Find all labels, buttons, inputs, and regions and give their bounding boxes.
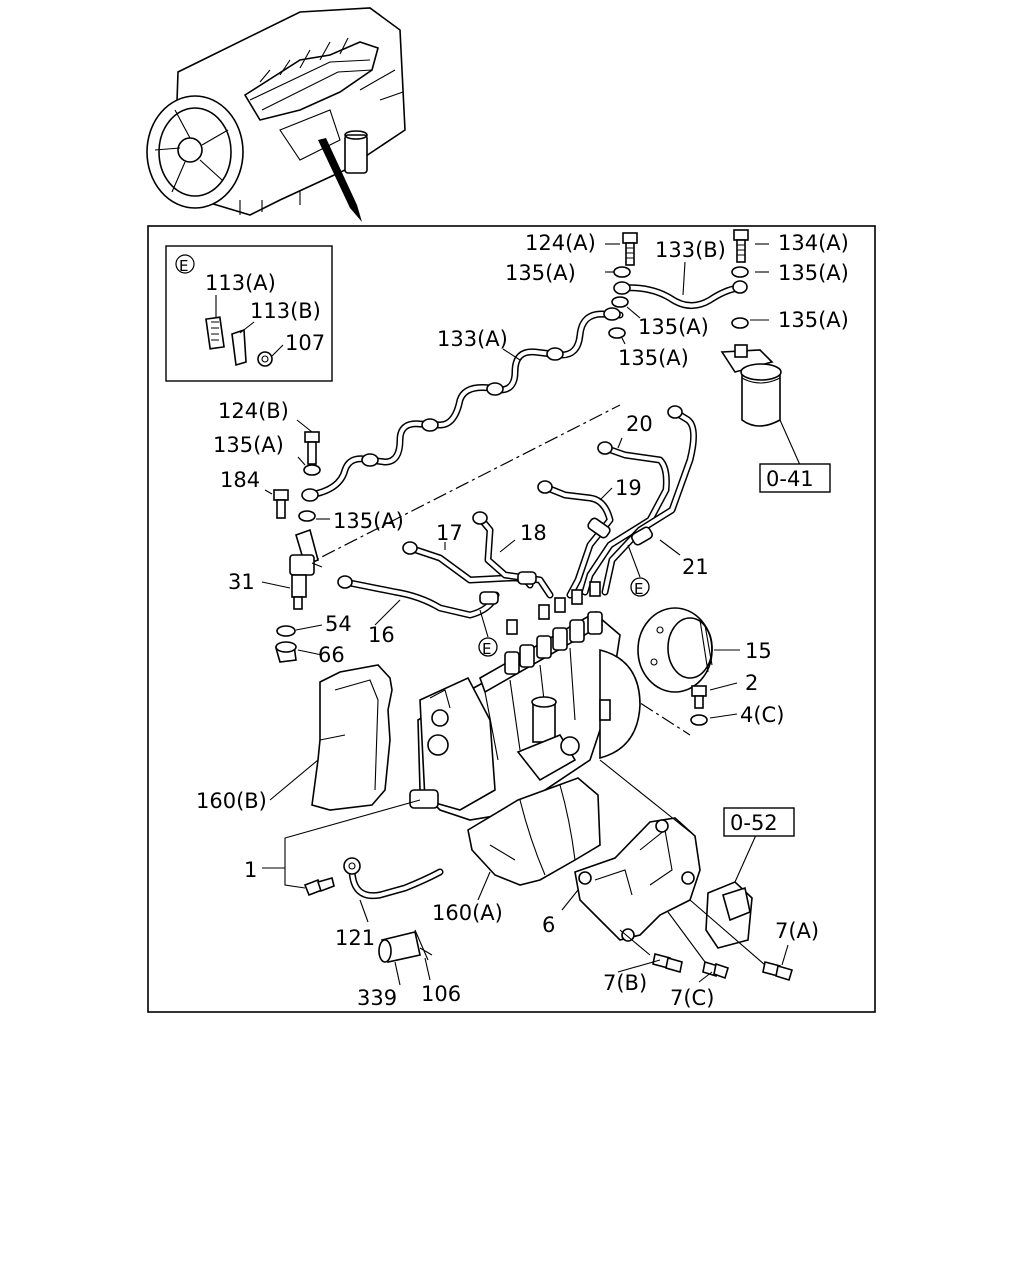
label-124a: 124(A)	[525, 231, 596, 255]
engine-overview-illustration	[146, 7, 406, 222]
label-160a: 160(A)	[432, 901, 503, 925]
ref-0-52-label: 0-52	[730, 811, 778, 835]
inset-detail-e: E 113(A) 113(B) 107	[165, 245, 333, 382]
label-21: 21	[682, 555, 709, 579]
bolt-7b	[652, 953, 683, 974]
label-184: 184	[220, 468, 260, 492]
label-160b: 160(B)	[196, 789, 267, 813]
washer-135a-5	[608, 327, 626, 339]
centerline-upper	[299, 404, 621, 569]
bolt-7c	[702, 960, 729, 980]
ref-e-label-2: E	[482, 640, 491, 658]
label-135a-7: 135(A)	[333, 509, 404, 533]
bolt-7a	[762, 961, 793, 982]
label-124b: 124(B)	[218, 399, 289, 423]
ref-box-0-52: 0-52	[723, 807, 795, 837]
ref-0-41-label: 0-41	[766, 467, 814, 491]
label-31: 31	[228, 570, 255, 594]
bolt-134a	[733, 229, 749, 263]
cover-160b	[311, 664, 393, 811]
label-7c: 7(C)	[670, 986, 714, 1010]
injection-pump	[409, 581, 641, 821]
label-17: 17	[436, 521, 463, 545]
label-135a-2: 135(A)	[778, 261, 849, 285]
label-16: 16	[368, 623, 395, 647]
label-106: 106	[421, 982, 461, 1006]
bolt-guide-lines	[619, 899, 766, 966]
label-7a: 7(A)	[775, 919, 819, 943]
bracket-0-52	[705, 881, 753, 949]
hose-339	[378, 929, 433, 963]
label-15: 15	[745, 639, 772, 663]
label-133a: 133(A)	[437, 327, 508, 351]
diagram-frame	[147, 225, 876, 1013]
label-7b: 7(B)	[603, 971, 647, 995]
fuel-filter	[720, 344, 801, 466]
injector-31	[273, 431, 323, 663]
label-4c: 4(C)	[740, 703, 784, 727]
bracket-6	[574, 759, 701, 942]
washer-135a-2	[731, 266, 749, 278]
label-19: 19	[615, 476, 642, 500]
inset-tag: E	[179, 257, 188, 275]
label-339: 339	[357, 986, 397, 1010]
label-20: 20	[626, 412, 653, 436]
cover-160a	[467, 777, 601, 886]
pipe-group-16-21	[337, 405, 697, 619]
label-135a-1: 135(A)	[505, 261, 576, 285]
washer-135a-1	[613, 266, 631, 278]
label-135a-3: 135(A)	[638, 315, 709, 339]
label-135a-5: 135(A)	[618, 346, 689, 370]
injection-pipe-133a	[301, 307, 624, 502]
label-135a-4: 135(A)	[778, 308, 849, 332]
washer-135a-4	[731, 317, 749, 329]
label-6: 6	[542, 913, 555, 937]
timer-15	[637, 607, 713, 693]
label-121: 121	[335, 926, 375, 950]
label-54: 54	[325, 612, 352, 636]
label-135a-6: 135(A)	[213, 433, 284, 457]
label-18: 18	[520, 521, 547, 545]
pipe-133b	[613, 280, 748, 309]
ref-box-0-41: 0-41	[759, 463, 831, 493]
label-66: 66	[318, 643, 345, 667]
label-133b: 133(B)	[655, 238, 726, 262]
label-2: 2	[745, 671, 758, 695]
bolt-2	[691, 685, 707, 709]
label-1: 1	[244, 858, 257, 882]
label-134a: 134(A)	[778, 231, 849, 255]
label-113a: 113(A)	[205, 271, 276, 295]
leader-lines	[261, 243, 789, 986]
ref-e-label-1: E	[634, 580, 643, 598]
label-107: 107	[285, 331, 325, 355]
bolt-124a	[622, 232, 638, 266]
ref-e-circle-2	[478, 637, 498, 657]
ref-e-circle-1	[630, 577, 650, 597]
label-113b: 113(B)	[250, 299, 321, 323]
washer-135a-3	[611, 296, 629, 308]
washer-4c	[690, 714, 708, 726]
pipe-121	[303, 857, 444, 900]
